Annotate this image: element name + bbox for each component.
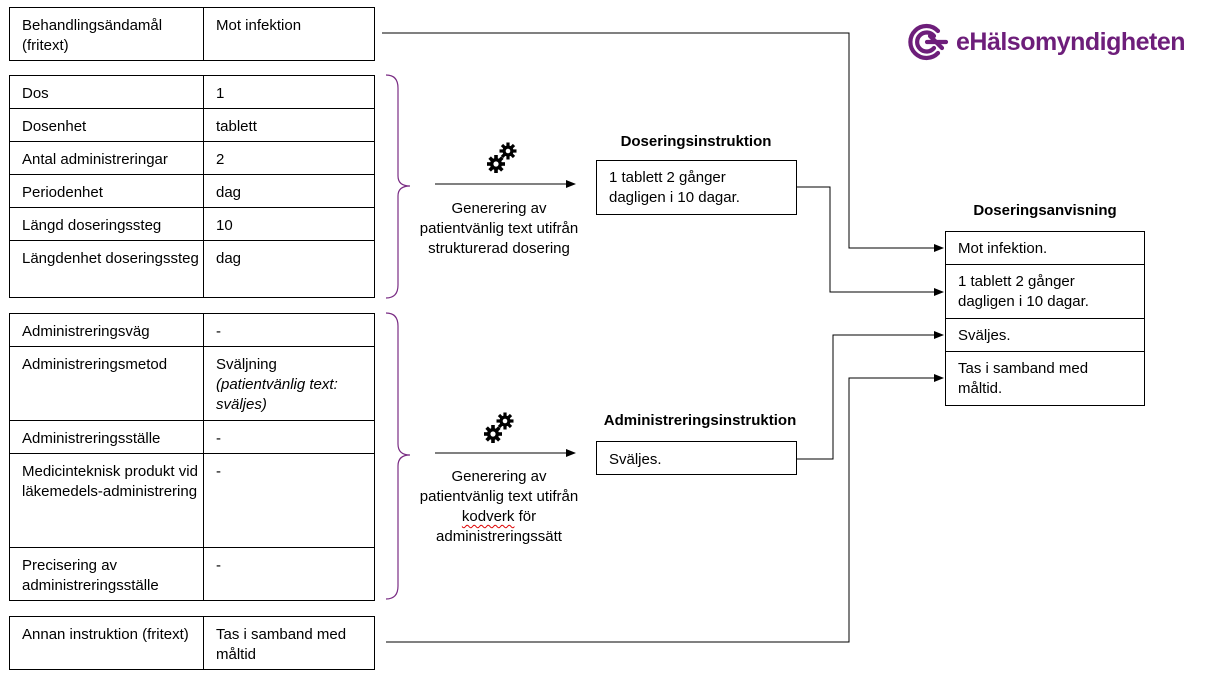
- table-cell-value: -: [203, 547, 375, 601]
- table-cell-key: Administreringsmetod: [9, 346, 204, 421]
- output-title: Doseringsanvisning: [973, 202, 1117, 219]
- table-row: Behandlingsändamål (fritext) Mot infekti…: [9, 7, 375, 61]
- table-row: Dos 1: [9, 75, 375, 109]
- table-cell-key: Administreringsställe: [9, 420, 204, 454]
- output-row: Sväljes.: [945, 318, 1145, 352]
- output-row: Tas i samband med måltid.: [945, 351, 1145, 406]
- dosing-instruction-title: Doseringsinstruktion: [620, 133, 772, 150]
- table-cell-key: Medicinteknisk produkt vid läkemedels-ad…: [9, 453, 204, 548]
- logo-text: eHälsomyndigheten: [956, 27, 1186, 56]
- table-cell-value: Tas i samband med måltid: [203, 616, 375, 670]
- table-cell-value: Mot infektion: [203, 7, 375, 61]
- admin-table: Administreringsväg - Administreringsmeto…: [9, 313, 375, 601]
- table-row: Tas i samband med måltid.: [945, 351, 1145, 406]
- table-cell-key: Annan instruktion (fritext): [9, 616, 204, 670]
- caption-text: Generering av patientvänlig text utifrån: [419, 468, 579, 505]
- table-row: Annan instruktion (fritext) Tas i samban…: [9, 616, 375, 670]
- admin-generation-caption: Generering av patientvänlig text utifrån…: [414, 467, 584, 547]
- table-cell-value: 1: [203, 75, 375, 109]
- table-row: Mot infektion.: [945, 231, 1145, 265]
- caption-text: för administreringssätt: [436, 508, 562, 545]
- table-row: Periodenhet dag: [9, 174, 375, 208]
- line-purpose: [382, 32, 944, 252]
- table-row: Administreringsmetod Sväljning (patientvä…: [9, 346, 375, 421]
- table-cell-key: Periodenhet: [9, 174, 204, 208]
- table-cell-value: -: [203, 453, 375, 548]
- table-row: Längdenhet doseringssteg dag: [9, 240, 375, 298]
- ehm-logo-icon: [908, 23, 949, 61]
- table-cell-value: -: [203, 313, 375, 347]
- logo: eHälsomyndigheten: [908, 22, 1186, 62]
- table-row: Sväljes.: [945, 318, 1145, 352]
- table-cell-key: Antal administreringar: [9, 141, 204, 175]
- admin-instruction-title: Administreringsinstruktion: [603, 412, 797, 429]
- dosage-table: Dos 1 Dosenhet tablett Antal administrer…: [9, 75, 375, 298]
- line-admin: [797, 331, 944, 460]
- output-table: Mot infektion. 1 tablett 2 gånger daglig…: [945, 231, 1145, 406]
- line-dosing: [797, 186, 944, 296]
- table-cell-key: Dosenhet: [9, 108, 204, 142]
- table-cell-value: 2: [203, 141, 375, 175]
- other-table: Annan instruktion (fritext) Tas i samban…: [9, 616, 375, 670]
- caption-spellcheck-word: kodverk: [461, 508, 515, 525]
- table-row: Administreringsväg -: [9, 313, 375, 347]
- table-cell-value: dag: [203, 240, 375, 298]
- table-cell-key: Administreringsväg: [9, 313, 204, 347]
- table-cell-key: Precisering av administreringsställe: [9, 547, 204, 601]
- dosing-instruction-box: 1 tablett 2 gånger dagligen i 10 dagar.: [596, 160, 797, 215]
- purpose-table: Behandlingsändamål (fritext) Mot infekti…: [9, 7, 375, 61]
- table-cell-value: Sväljning (patientvänlig text: sväljes): [203, 346, 375, 421]
- value-text: Sväljning: [216, 356, 277, 373]
- brace-admin: [385, 312, 411, 600]
- table-row: Medicinteknisk produkt vid läkemedels-ad…: [9, 453, 375, 548]
- line-other: [386, 374, 944, 643]
- table-cell-value: dag: [203, 174, 375, 208]
- admin-instruction-box: Sväljes.: [596, 441, 797, 475]
- table-row: 1 tablett 2 gånger dagligen i 10 dagar.: [945, 264, 1145, 319]
- gear-icon: [487, 142, 517, 173]
- output-row: Mot infektion.: [945, 231, 1145, 265]
- value-note: (patientvänlig text: sväljes): [216, 376, 338, 413]
- table-cell-key: Längd doseringssteg: [9, 207, 204, 241]
- table-cell-value: -: [203, 420, 375, 454]
- table-cell-key: Längdenhet doseringssteg: [9, 240, 204, 298]
- table-cell-value: tablett: [203, 108, 375, 142]
- table-row: Längd doseringssteg 10: [9, 207, 375, 241]
- brace-dosage: [385, 74, 411, 299]
- dosing-generation-caption: Generering av patientvänlig text utifrån…: [419, 200, 579, 257]
- table-row: Antal administreringar 2: [9, 141, 375, 175]
- table-cell-key: Dos: [9, 75, 204, 109]
- table-row: Administreringsställe -: [9, 420, 375, 454]
- table-cell-value: 10: [203, 207, 375, 241]
- table-cell-key: Behandlingsändamål (fritext): [9, 7, 204, 61]
- output-row: 1 tablett 2 gånger dagligen i 10 dagar.: [945, 264, 1145, 319]
- table-row: Dosenhet tablett: [9, 108, 375, 142]
- gear-icon: [484, 412, 514, 443]
- table-row: Precisering av administreringsställe -: [9, 547, 375, 601]
